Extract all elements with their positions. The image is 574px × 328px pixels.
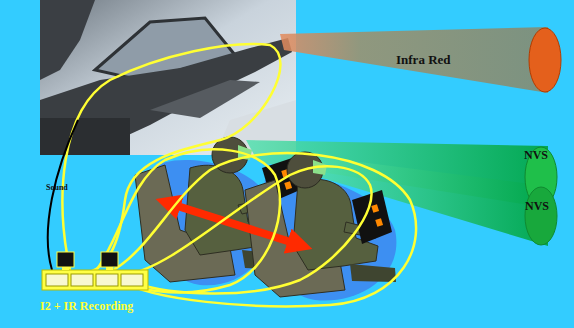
ellipse-outline (528, 27, 562, 93)
monitor-stand (62, 267, 69, 270)
photo-frame (40, 0, 296, 155)
sound-wire (48, 120, 78, 270)
recorder-unit (46, 274, 68, 286)
display-key (371, 204, 379, 213)
monitor-stand (106, 267, 113, 270)
recorder-unit (71, 274, 93, 286)
display-key (284, 181, 292, 190)
helicopter-hull (40, 118, 130, 155)
infrared-target: Infra Red (528, 27, 562, 93)
node-label: Infra Red (396, 53, 496, 67)
infrared-beam (280, 27, 548, 93)
fuselage-panel (150, 80, 260, 118)
node-label: I2 + IR Recording (40, 300, 170, 313)
recorder-unit (96, 274, 118, 286)
nvs-target: NVS (524, 186, 558, 246)
node-label: NVS (525, 200, 565, 213)
recorder-box: I2 + IR Recording (40, 250, 152, 320)
recorder-rack (42, 270, 148, 290)
monitor (57, 252, 74, 267)
target-ellipse (525, 187, 557, 245)
rotor-mast (40, 0, 95, 80)
monitor (101, 252, 118, 267)
wire-label: Sound (46, 184, 86, 193)
recorder-unit (121, 274, 143, 286)
cable-loop (125, 166, 372, 293)
node-label: NVS (524, 149, 564, 162)
target-ellipse (529, 28, 561, 92)
display-key (375, 218, 383, 227)
ellipse-outline (524, 186, 558, 246)
cable-loop (110, 153, 416, 306)
pilot-legs (350, 264, 396, 282)
